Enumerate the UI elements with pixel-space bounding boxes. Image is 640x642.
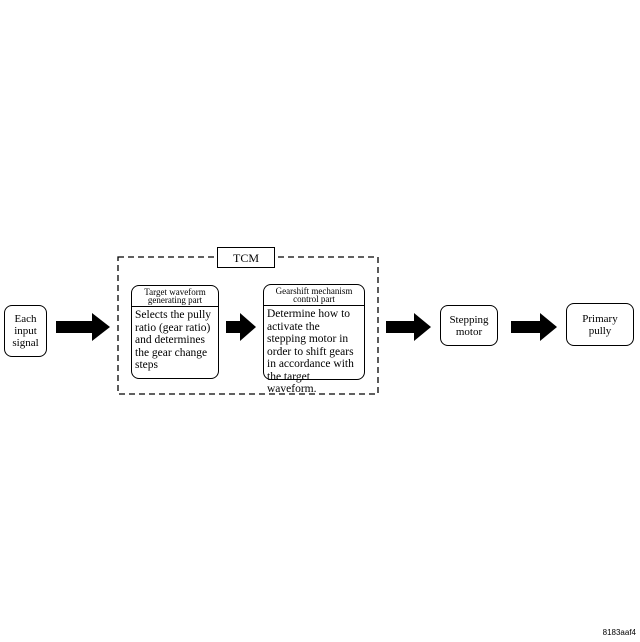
node-stepping-motor: Stepping motor xyxy=(440,305,498,346)
node-label: Primary pully xyxy=(582,312,618,337)
tcm-label: TCM xyxy=(217,247,275,268)
node-each-input-signal: Each input signal xyxy=(4,305,47,357)
node-body: Determine how to activate the stepping m… xyxy=(267,308,354,395)
node-label: Stepping motor xyxy=(449,313,489,338)
node-primary-pully: Primary pully xyxy=(566,303,634,346)
node-target-waveform: Target waveform generating part Selects … xyxy=(131,285,219,379)
node-body: Selects the pully ratio (gear ratio) and… xyxy=(135,309,212,371)
arrow-input-to-target xyxy=(56,313,110,341)
node-gearshift-mechanism: Gearshift mechanism control part Determi… xyxy=(263,284,365,395)
arrow-stepping-to-primary xyxy=(511,313,557,341)
arrow-target-to-gearshift xyxy=(226,313,256,341)
arrow-gearshift-to-stepping xyxy=(386,313,431,341)
figure-code: 8183aaf4 xyxy=(602,628,636,637)
node-header: Target waveform generating part xyxy=(132,286,218,307)
tcm-text: TCM xyxy=(232,250,259,265)
node-header: Gearshift mechanism control part xyxy=(264,285,364,306)
node-label: Each input signal xyxy=(12,313,39,349)
